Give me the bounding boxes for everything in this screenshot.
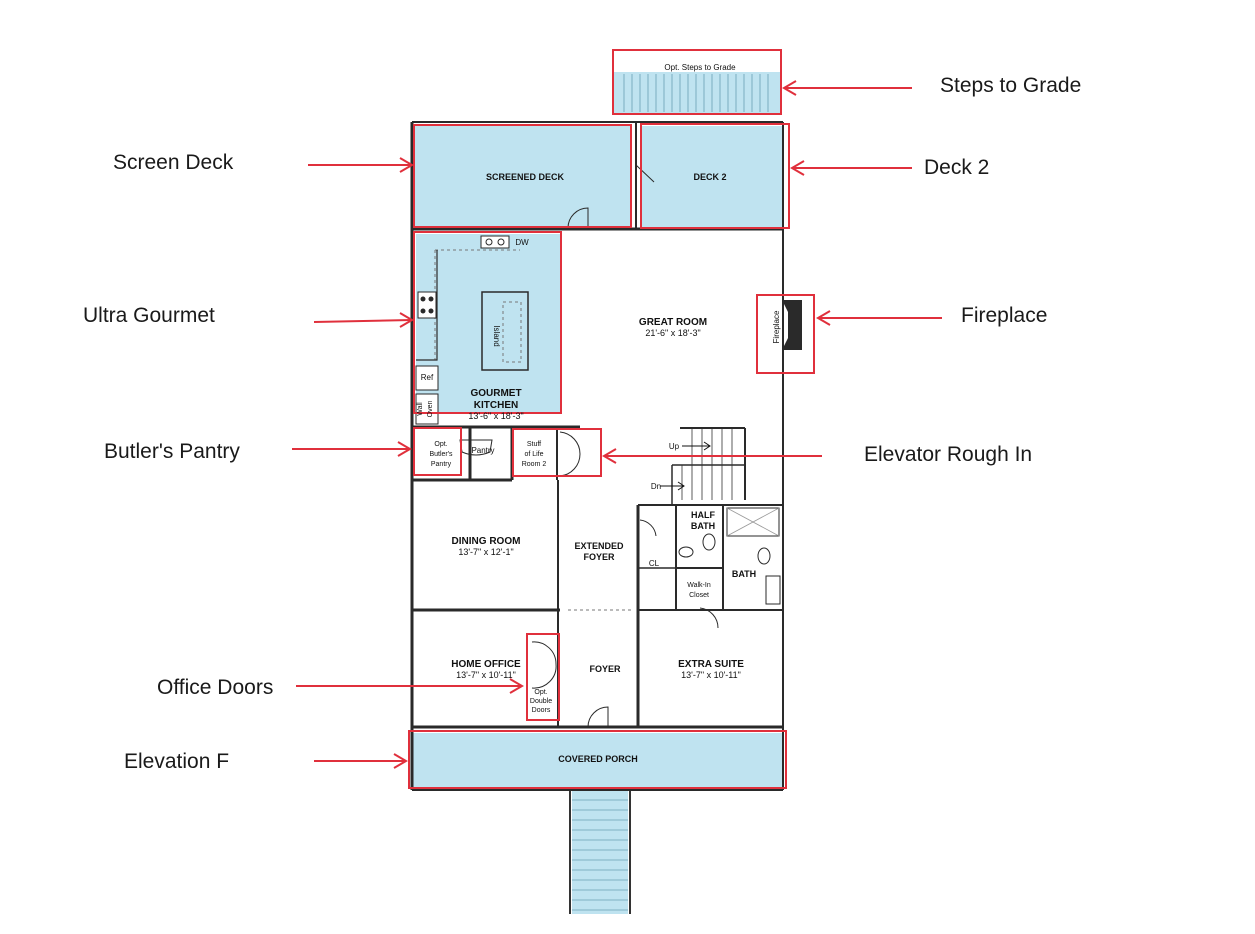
callout-ultra-gourmet: Ultra Gourmet bbox=[83, 304, 215, 327]
highlight-stuff-of-life bbox=[512, 428, 602, 477]
stair-up-arrowhead bbox=[703, 441, 711, 451]
label-walkin-1: Walk-In bbox=[687, 582, 711, 589]
label-fireplace: Fireplace bbox=[772, 310, 781, 343]
label-home-office-dim: 13'-7" x 10'-11" bbox=[456, 670, 516, 680]
label-stairs-up: Up bbox=[669, 442, 680, 451]
highlight-deck2 bbox=[640, 123, 790, 229]
burner-1 bbox=[420, 296, 426, 302]
highlight-porch bbox=[408, 730, 787, 789]
toilet-bath bbox=[757, 547, 771, 565]
screened-deck-area bbox=[414, 126, 630, 227]
highlight-butlers bbox=[413, 427, 462, 476]
kitchen-sink bbox=[480, 235, 510, 249]
label-dining-dim: 13'-7" x 12'-1" bbox=[458, 547, 513, 557]
kitchen-area bbox=[416, 234, 561, 412]
highlight-kitchen bbox=[413, 231, 562, 414]
label-ext-foyer-2: FOYER bbox=[583, 552, 615, 562]
label-pantry: Pantry bbox=[471, 446, 494, 455]
vanity-bath bbox=[765, 575, 781, 605]
highlight-office-doors bbox=[526, 633, 560, 721]
label-home-office: HOME OFFICE bbox=[451, 659, 521, 670]
label-stairs-down: Dn bbox=[651, 482, 661, 491]
sink-bowl-left bbox=[485, 238, 493, 246]
kitchen-island bbox=[481, 291, 529, 371]
label-half-bath-1: HALF bbox=[691, 510, 715, 520]
steps-to-grade-area bbox=[614, 72, 780, 114]
callout-elevator-rough-in: Elevator Rough In bbox=[864, 443, 1033, 466]
highlight-fireplace bbox=[756, 294, 815, 374]
label-covered-porch: COVERED PORCH bbox=[558, 754, 638, 764]
label-opt-doors-1: Opt. bbox=[534, 689, 547, 696]
callout-screen-deck: Screen Deck bbox=[113, 151, 234, 174]
label-extra-suite: EXTRA SUITE bbox=[678, 659, 744, 670]
label-opt-doors-3: Doors bbox=[532, 707, 551, 714]
highlight-screened-deck bbox=[413, 124, 632, 228]
sink-bowl-right bbox=[497, 238, 505, 246]
deck2-area bbox=[641, 126, 782, 227]
callout-arrows bbox=[292, 80, 942, 769]
label-cl: CL bbox=[649, 559, 660, 568]
label-half-bath-2: BATH bbox=[691, 521, 715, 531]
label-kitchen-1: GOURMET bbox=[470, 388, 521, 399]
label-screened-deck: SCREENED DECK bbox=[486, 172, 565, 182]
fireplace-symbol bbox=[782, 300, 802, 350]
burner-3 bbox=[420, 308, 426, 314]
label-great-room-dim: 21'-6" x 18'-3" bbox=[645, 328, 700, 338]
refrigerator bbox=[415, 365, 439, 391]
label-ref: Ref bbox=[421, 373, 434, 382]
label-ext-foyer-1: EXTENDED bbox=[574, 541, 624, 551]
callout-butlers-pantry: Butler's Pantry bbox=[104, 440, 240, 463]
label-deck2: DECK 2 bbox=[693, 172, 726, 182]
callout-elevation-f: Elevation F bbox=[124, 750, 230, 773]
label-foyer: FOYER bbox=[589, 664, 621, 674]
callout-office-doors: Office Doors bbox=[157, 676, 274, 699]
label-wall-oven-1: Wall bbox=[417, 402, 424, 416]
label-opt-doors-2: Double bbox=[530, 698, 552, 705]
front-stairs-area bbox=[572, 790, 628, 914]
callout-fireplace: Fireplace bbox=[961, 304, 1048, 327]
label-butlers-1: Opt. bbox=[434, 441, 447, 448]
highlight-steps bbox=[612, 49, 782, 115]
label-kitchen-2: KITCHEN bbox=[474, 400, 518, 411]
cooktop bbox=[417, 291, 437, 319]
label-opt-steps: Opt. Steps to Grade bbox=[664, 63, 736, 72]
label-wall-oven-2: Oven bbox=[427, 401, 434, 418]
wall-oven bbox=[415, 393, 439, 425]
walls bbox=[410, 121, 784, 791]
label-stuff-2: of Life bbox=[524, 451, 543, 458]
callout-steps-to-grade: Steps to Grade bbox=[940, 74, 1082, 97]
label-butlers-2: Butler's bbox=[429, 451, 453, 458]
shower-line-2 bbox=[726, 507, 780, 537]
label-stuff-1: Stuff bbox=[527, 441, 541, 448]
label-great-room: GREAT ROOM bbox=[639, 317, 707, 328]
top-step-lines bbox=[623, 74, 769, 112]
label-bath: BATH bbox=[732, 569, 756, 579]
label-butlers-3: Pantry bbox=[431, 461, 452, 468]
label-stuff-3: Room 2 bbox=[522, 461, 547, 468]
toilet-half-bath bbox=[702, 533, 716, 551]
label-walkin-2: Closet bbox=[689, 592, 709, 599]
front-step-lines bbox=[572, 799, 628, 911]
label-dw: DW bbox=[515, 238, 529, 247]
label-kitchen-dim: 13'-6" x 18'-3" bbox=[468, 411, 523, 421]
kitchen-counter bbox=[416, 250, 438, 361]
sink-half-bath bbox=[678, 546, 694, 558]
label-extra-suite-dim: 13'-7" x 10'-11" bbox=[681, 670, 741, 680]
burner-2 bbox=[428, 296, 434, 302]
label-island: Island bbox=[492, 325, 501, 346]
covered-porch-area bbox=[412, 733, 783, 787]
highlight-boxes bbox=[408, 49, 815, 789]
burner-4 bbox=[428, 308, 434, 314]
stair-treads bbox=[681, 428, 733, 500]
stair-down-arrowhead bbox=[677, 481, 685, 491]
callout-deck2: Deck 2 bbox=[924, 156, 990, 179]
label-dining: DINING ROOM bbox=[452, 536, 521, 547]
